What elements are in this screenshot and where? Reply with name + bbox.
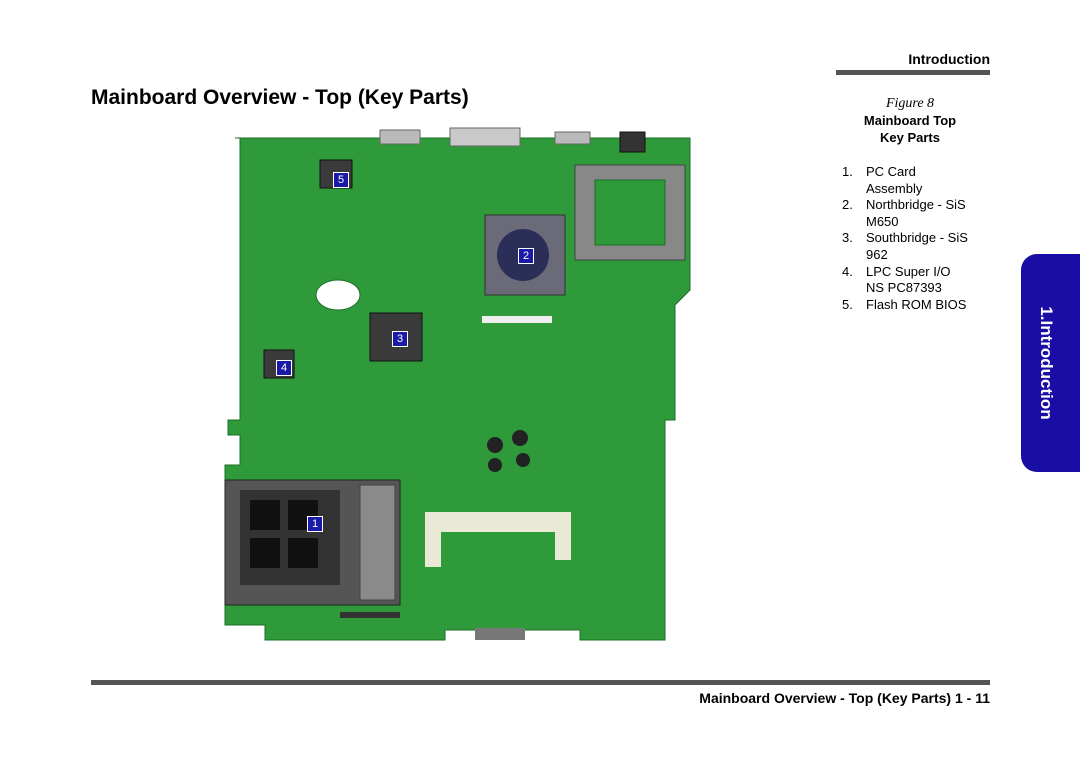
- section-label: Introduction: [908, 51, 990, 67]
- figure-label: Figure 8: [885, 96, 935, 111]
- list-item-text: Southbridge - SiS: [866, 230, 968, 246]
- list-item-number: 4.: [842, 263, 853, 279]
- list-item-number: 3.: [842, 230, 853, 246]
- header-rule: [836, 70, 990, 75]
- callout-marker: 1: [307, 516, 323, 532]
- callout-marker: 3: [392, 331, 408, 347]
- list-item-text: Northbridge - SiS: [866, 197, 966, 213]
- list-item-text: NS PC87393: [866, 280, 942, 296]
- list-item-text: M650: [866, 213, 899, 229]
- list-item-number: 2.: [842, 197, 853, 213]
- callout-marker: 2: [518, 248, 534, 264]
- figure-caption-line2: Key Parts: [880, 130, 940, 145]
- figure-caption-line1: Mainboard Top: [863, 113, 957, 128]
- mainboard-image: 5 2 3 4 1: [220, 120, 700, 645]
- chapter-tab-label: 1.Introduction: [1037, 306, 1056, 420]
- list-item: 5. Flash ROM BIOS: [842, 297, 992, 314]
- list-item-number: 5.: [842, 296, 853, 312]
- callout-marker: 4: [276, 360, 292, 376]
- list-item-text: PC Card: [866, 164, 916, 179]
- chapter-side-tab[interactable]: 1.Introduction: [1021, 254, 1080, 472]
- footer-rule: [91, 680, 990, 685]
- mainboard-illustration: [224, 127, 691, 641]
- list-item-text: Assembly: [866, 180, 923, 196]
- list-item-text: LPC Super I/O: [866, 263, 951, 279]
- list-item-number: 1.: [842, 164, 853, 179]
- callout-marker: 5: [333, 172, 349, 188]
- page-footer: Mainboard Overview - Top (Key Parts) 1 -…: [699, 690, 990, 706]
- list-item-text: Flash ROM BIOS: [866, 296, 967, 312]
- page-title: Mainboard Overview - Top (Key Parts): [91, 86, 469, 109]
- list-item-text: 962: [866, 246, 888, 262]
